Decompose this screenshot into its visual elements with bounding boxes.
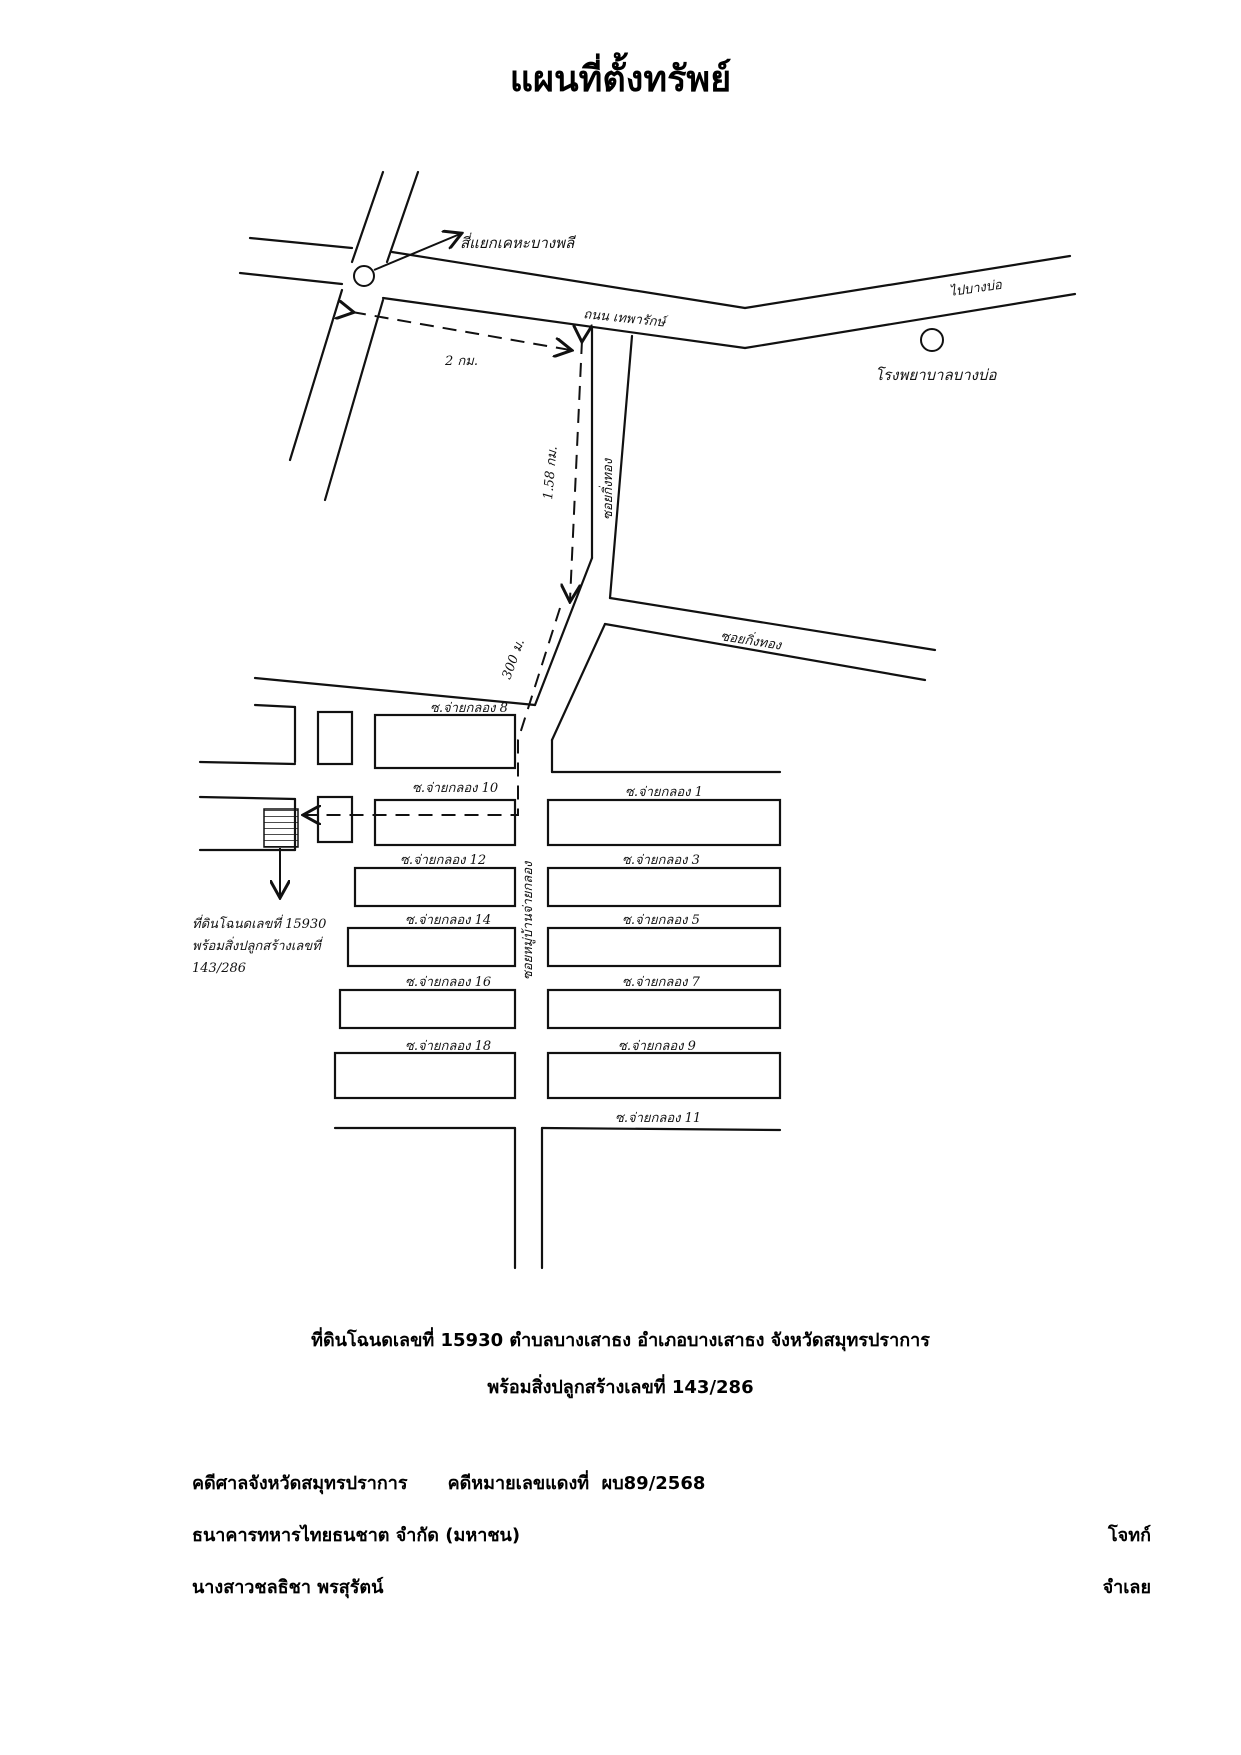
- soi-left-label: ซ.จ่ายกลอง 8: [430, 701, 508, 716]
- road-main-lower: [381, 296, 747, 350]
- caption-line2: พร้อมสิ่งปลูกสร้างเลขที่ 143/286: [487, 1377, 754, 1398]
- defendant-name: นางสาวชลธิชา พรสุรัตน์: [192, 1577, 384, 1598]
- label-soi-center: ซอยหมู่บ้านจ่ายกลอง: [521, 860, 536, 980]
- left-blocks: [198, 703, 517, 1130]
- label-soi-vertical: ซอยกิ่งทอง: [598, 457, 616, 520]
- soi-right-label: ซ.จ่ายกลอง 7: [622, 975, 701, 990]
- plaintiff-row: ธนาคารทหารไทยธนชาต จำกัด (มหาชน) โจทก์: [192, 1520, 1151, 1549]
- court-label: คดีศาลจังหวัดสมุทรปราการ: [192, 1473, 408, 1494]
- soi-right-label: ซ.จ่ายกลอง 3: [622, 853, 700, 868]
- road-diagonal-d: [323, 298, 385, 502]
- soi-right-label: ซ.จ่ายกลอง 9: [618, 1039, 696, 1054]
- right-blocks: [513, 738, 782, 1270]
- soi-left-label: ซ.จ่ายกลอง 14: [405, 913, 491, 928]
- intersection-marker-icon: [353, 265, 375, 287]
- plaintiff-name: ธนาคารทหารไทยธนชาต จำกัด (มหาชน): [192, 1525, 521, 1546]
- soi-connector-left: [533, 556, 594, 707]
- soi-vertical-right: [608, 334, 634, 600]
- road-top-left-lower: [238, 271, 344, 286]
- soi-left-label: ซ.จ่ายกลอง 16: [405, 975, 491, 990]
- case-row: คดีศาลจังหวัดสมุทรปราการ คดีหมายเลขแดงที่…: [192, 1468, 1151, 1497]
- road-right-upper: [743, 254, 1072, 310]
- road-main-upper: [390, 250, 747, 310]
- soi-right-label: ซ.จ่ายกลอง 5: [622, 913, 700, 928]
- defendant-role: จำเลย: [1102, 1577, 1151, 1598]
- property-note-line2: พร้อมสิ่งปลูกสร้างเลขที่: [192, 936, 324, 954]
- label-hospital: โรงพยาบาลบางบ่อ: [875, 366, 997, 384]
- soi-left-label: ซ.จ่ายกลอง 12: [400, 853, 486, 868]
- defendant-row: นางสาวชลธิชา พรสุรัตน์ จำเลย: [192, 1572, 1151, 1601]
- case-number-label: คดีหมายเลขแดงที่: [447, 1473, 590, 1494]
- property-note-line3: 143/286: [192, 961, 246, 976]
- road-top-left-upper: [248, 236, 354, 250]
- route-2km: [352, 312, 570, 350]
- road-diagonal-c: [288, 288, 344, 462]
- road-diagonal-b: [385, 170, 420, 264]
- soi-right-lower: [603, 622, 927, 682]
- location-map: สี่แยกเคหะบางพลี ถนน เทพารักษ์ ไปบางบ่อ …: [192, 170, 1077, 1270]
- road-right-lower: [743, 292, 1077, 350]
- caption-line1: ที่ดินโฉนดเลขที่ 15930 ตำบลบางเสาธง อำเภ…: [311, 1330, 930, 1351]
- soi-left-label: ซ.จ่ายกลอง 18: [405, 1039, 491, 1054]
- plaintiff-role: โจทก์: [1108, 1525, 1151, 1546]
- label-dist-158km: 1.58 กม.: [541, 446, 561, 501]
- soi-right-label: ซ.จ่ายกลอง 11: [615, 1111, 701, 1126]
- road-upper-left: [253, 676, 537, 707]
- soi-right-label: ซ.จ่ายกลอง 1: [625, 785, 703, 800]
- soi-right-upper: [608, 596, 937, 652]
- soi-left-label: ซ.จ่ายกลอง 10: [412, 781, 498, 796]
- case-number: ผบ89/2568: [601, 1473, 706, 1494]
- label-intersection: สี่แยกเคหะบางพลี: [460, 232, 576, 252]
- label-dist-300m: 300 ม.: [500, 637, 528, 681]
- label-dist-2km: 2 กม.: [444, 354, 478, 369]
- property-note-line1: ที่ดินโฉนดเลขที่ 15930: [192, 914, 326, 932]
- road-diagonal-a: [350, 170, 385, 264]
- page-title: แผนที่ตั้งทรัพย์: [509, 59, 732, 100]
- label-top-right-road: ไปบางบ่อ: [948, 277, 1004, 300]
- intersection-arrow-icon: [373, 234, 460, 271]
- property-plot-icon: [263, 808, 299, 848]
- route-300m: [305, 607, 561, 815]
- soi-connector-right: [550, 622, 607, 742]
- route-158km: [570, 340, 582, 600]
- hospital-marker-icon: [920, 328, 944, 352]
